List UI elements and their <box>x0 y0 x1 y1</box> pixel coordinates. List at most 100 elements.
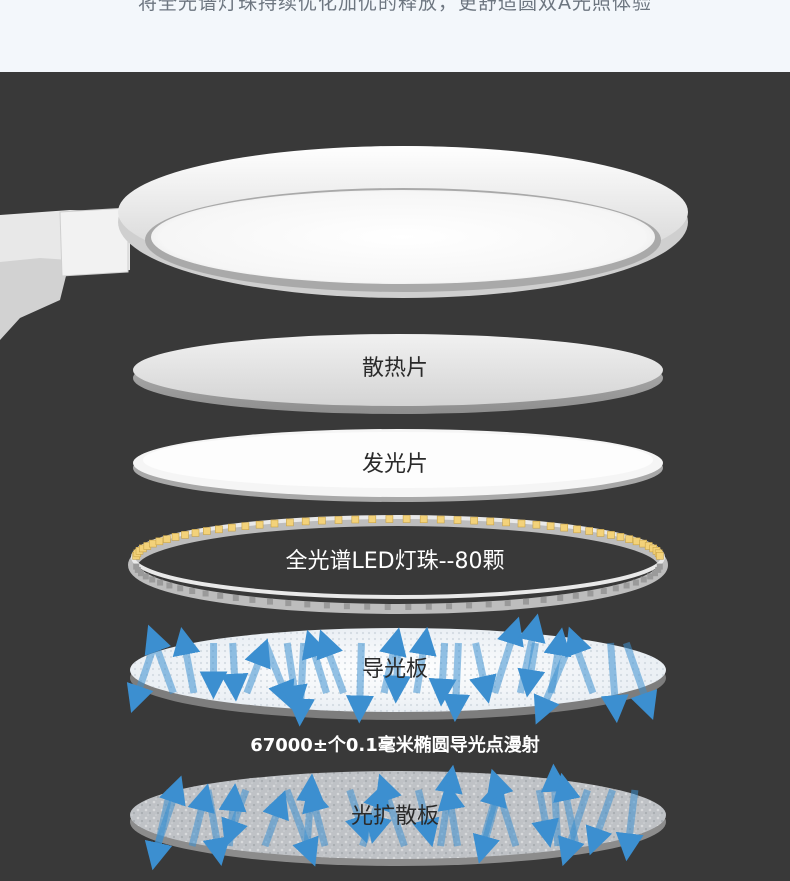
led-bead <box>171 533 180 541</box>
led-bead <box>301 517 310 526</box>
led-bead-back <box>323 602 330 609</box>
light-arrow <box>585 788 616 856</box>
light-arrow <box>469 642 497 704</box>
led-bead <box>228 523 236 532</box>
led-bead-back <box>655 566 662 573</box>
light-arrow <box>412 789 440 848</box>
led-bead <box>286 518 294 527</box>
led-bead-back <box>149 576 156 583</box>
led-bead-back <box>600 588 607 594</box>
led-bead <box>607 531 615 539</box>
light-guide-plate <box>126 613 666 727</box>
light-arrow <box>615 789 644 862</box>
led-bead-back <box>249 596 256 603</box>
led-bead-back <box>405 604 412 610</box>
led-bead-back <box>587 590 594 597</box>
led-bead <box>546 522 555 530</box>
led-bead <box>318 516 326 525</box>
led-bead <box>585 527 594 535</box>
led-bead <box>616 533 625 541</box>
light-arrow <box>600 642 629 724</box>
light-arrow <box>144 624 177 695</box>
layer-label-led-beads: 全光谱LED灯珠--80颗 <box>285 549 505 574</box>
led-bead <box>155 537 164 546</box>
led-bead-back <box>304 601 311 608</box>
led-bead-back <box>656 563 663 570</box>
layer-label-emitting-sheet: 发光片 <box>361 452 428 477</box>
led-bead <box>163 535 171 543</box>
diffusion-arrows <box>144 763 644 871</box>
led-bead <box>453 516 462 524</box>
led-bead-back <box>364 603 371 610</box>
led-bead <box>385 515 394 523</box>
light-arrow <box>442 642 471 723</box>
led-bead-back <box>540 596 547 603</box>
led-bead <box>486 517 495 526</box>
led-bead <box>470 516 478 525</box>
light-arrow <box>261 790 289 848</box>
led-bead <box>181 531 189 539</box>
led-bead-back <box>177 585 184 592</box>
light-arrow <box>408 626 437 694</box>
light-arrow <box>531 789 559 848</box>
led-bead-back <box>485 601 492 608</box>
led-bead-back <box>217 592 224 599</box>
led-bead-back <box>466 602 473 609</box>
led-bead <box>625 535 633 543</box>
led-bead <box>149 539 157 548</box>
led-bead-back <box>446 603 453 610</box>
layer-label-heat-sink: 散热片 <box>361 356 428 381</box>
light-arrow <box>220 642 249 702</box>
led-bead-back <box>572 592 579 599</box>
intro-band: 将全光谱灯珠持续优化加优的释放，更舒适圆双A光照体验 <box>0 0 790 72</box>
layer-label-diffuser: 光扩散板 <box>350 804 439 829</box>
lamp-head <box>118 146 688 298</box>
led-bead-back <box>189 588 196 594</box>
led-bead-back <box>232 595 239 601</box>
led-bead-back <box>133 563 140 570</box>
emitting-sheet-disc <box>133 429 663 502</box>
light-arrow <box>472 789 503 864</box>
light-arrow <box>144 789 174 871</box>
light-guide-caption: 67000±个0.1毫米椭圆导光点漫射 <box>250 735 540 756</box>
light-arrow <box>428 642 457 707</box>
layer-label-light-guide: 导光板 <box>361 657 428 682</box>
led-bead-back <box>640 576 647 583</box>
light-arrow <box>301 629 330 695</box>
led-bead <box>241 522 250 530</box>
light-arrow <box>187 783 215 847</box>
light-arrow <box>202 789 231 866</box>
led-bead-back <box>138 570 144 577</box>
led-bead <box>656 551 664 560</box>
led-bead <box>270 519 279 528</box>
light-arrow <box>437 781 466 847</box>
led-bead <box>191 529 200 537</box>
led-bead <box>255 520 264 529</box>
led-bead-back <box>285 600 292 607</box>
light-arrow <box>345 642 374 724</box>
light-arrow <box>375 773 408 848</box>
lamp-arm <box>0 207 130 340</box>
led-ring <box>128 515 668 614</box>
led-bead <box>368 515 377 524</box>
led-bead-back <box>142 573 149 580</box>
light-arrow <box>279 642 308 714</box>
light-arrow <box>517 642 546 698</box>
led-bead <box>560 523 569 532</box>
led-bead <box>402 515 411 523</box>
led-beads <box>132 515 664 610</box>
led-bead <box>573 525 581 534</box>
led-bead <box>436 515 445 524</box>
light-arrow <box>486 768 520 848</box>
light-arrow <box>316 629 347 695</box>
light-arrow <box>345 788 372 844</box>
led-bead-back <box>166 582 173 589</box>
led-bead-back <box>623 582 630 589</box>
led-bead <box>596 529 605 537</box>
light-direction-arrows <box>126 613 658 727</box>
led-bead-back <box>612 585 619 592</box>
light-arrow <box>557 788 591 867</box>
led-bead-back <box>267 598 273 605</box>
intro-text: 将全光谱灯珠持续优化加优的释放，更舒适圆双A光照体验 <box>138 0 652 14</box>
